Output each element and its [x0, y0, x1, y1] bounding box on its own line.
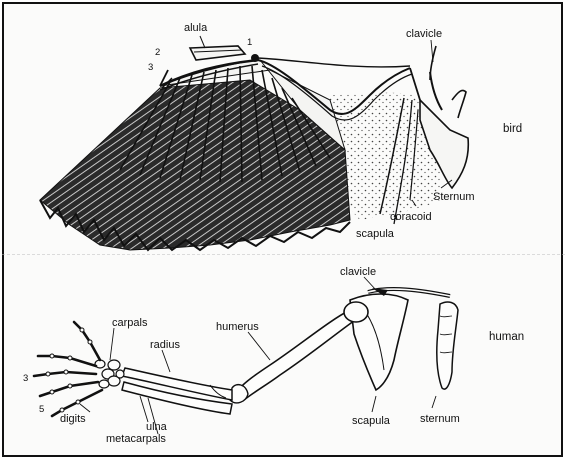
bird-label-sternum: Sternum	[433, 191, 475, 203]
bird-label-num3: 3	[148, 62, 153, 73]
human-panel: clavicle carpals radius humerus human 3 …	[23, 266, 524, 445]
human-forearm-bones	[122, 368, 232, 414]
human-label-sternum: sternum	[420, 413, 460, 425]
human-sternum-bone	[437, 302, 458, 389]
bird-title: bird	[503, 123, 522, 135]
bird-label-num1: 1	[247, 37, 252, 48]
bird-label-alula: alula	[184, 22, 208, 34]
human-label-ulna: ulna	[146, 421, 168, 433]
human-label-humerus: humerus	[216, 321, 259, 333]
human-label-num5: 5	[39, 404, 44, 415]
human-digit-bones	[34, 322, 102, 416]
human-title: human	[489, 331, 524, 343]
human-carpals-bones	[95, 360, 124, 388]
human-humerus-bone	[230, 302, 368, 403]
human-label-scapula: scapula	[352, 415, 391, 427]
human-label-metacarpals: metacarpals	[106, 433, 166, 445]
bird-label-coracoid: coracoid	[390, 211, 432, 223]
bird-alula	[190, 36, 245, 60]
human-label-digits: digits	[60, 413, 86, 425]
bird-joint-1	[251, 54, 259, 62]
human-label-carpals: carpals	[112, 317, 148, 329]
bird-panel: alula 1 2 3 clavicle bird Sternum coraco…	[40, 22, 522, 250]
bird-label-clavicle: clavicle	[406, 28, 442, 40]
human-label-radius: radius	[150, 339, 180, 351]
bird-label-scapula: scapula	[356, 228, 395, 240]
bird-label-num2: 2	[155, 47, 160, 58]
human-label-num3: 3	[23, 373, 28, 384]
human-label-clavicle: clavicle	[340, 266, 376, 278]
